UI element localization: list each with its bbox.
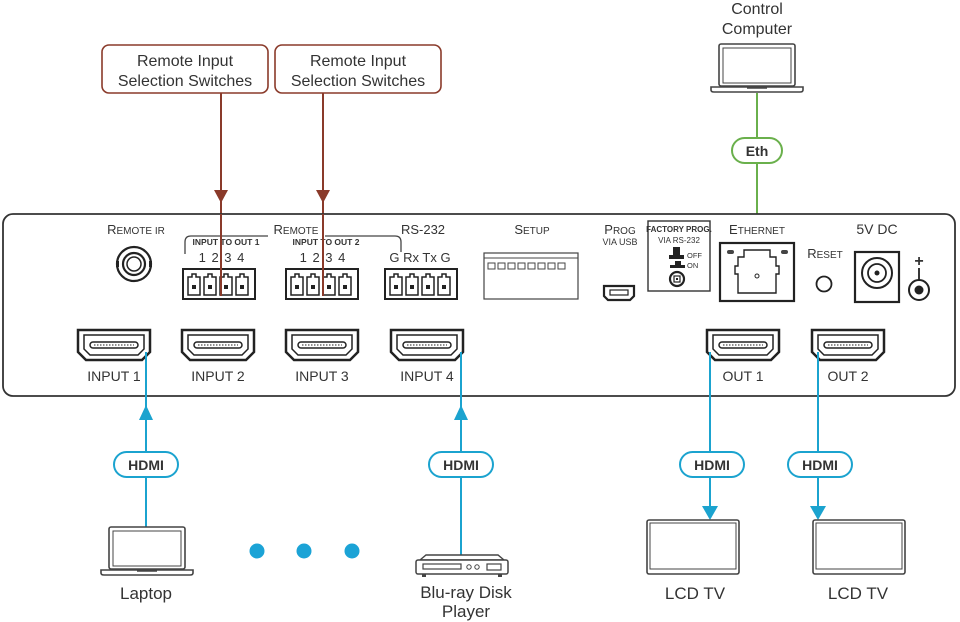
remote-ir-port: REMOTE IR bbox=[107, 222, 165, 283]
control-computer: Control Computer Eth bbox=[710, 1, 804, 214]
hdmi-input-3[interactable]: INPUT 3 bbox=[284, 328, 360, 384]
hdmi-input-2[interactable]: INPUT 2 bbox=[180, 328, 256, 384]
hdmi-cable-laptop: HDMI bbox=[113, 352, 179, 528]
callout-remote-switches-2: Remote Input Selection Switches bbox=[274, 44, 442, 296]
callout-2-arrow-icon bbox=[316, 190, 330, 203]
factory-prog-title: FACTORY PROG. bbox=[646, 225, 712, 234]
lcd-tv-2: LCD TV bbox=[812, 519, 906, 603]
hdmi-input-1[interactable]: INPUT 1 bbox=[76, 328, 152, 384]
hdmi-input-4[interactable]: INPUT 4 bbox=[389, 328, 465, 384]
setup-label: SETUP bbox=[514, 222, 550, 237]
prog-usb-port[interactable]: PROG VIA USB bbox=[602, 222, 638, 302]
factory-prog-sub: VIA RS-232 bbox=[658, 236, 700, 245]
callout-2-line1: Remote Input bbox=[310, 53, 407, 70]
remote-label: REMOTE bbox=[274, 222, 319, 237]
eth-cable-label: Eth bbox=[746, 143, 769, 159]
rs232-terminal[interactable]: RS-232 G Rx Tx G bbox=[384, 222, 458, 300]
remote-group: REMOTE bbox=[184, 222, 402, 254]
hdmi-out-1-label: OUT 1 bbox=[723, 368, 764, 384]
callout-1-line2: Selection Switches bbox=[118, 73, 252, 90]
hdmi-input-2-label: INPUT 2 bbox=[191, 368, 245, 384]
laptop-icon bbox=[710, 43, 804, 93]
prog-sub-label: VIA USB bbox=[602, 237, 637, 247]
power-input[interactable]: 5V DC + bbox=[853, 221, 930, 304]
tv-icon bbox=[812, 519, 906, 575]
hdmi-out-1[interactable]: OUT 1 bbox=[705, 328, 781, 384]
laptop-icon bbox=[100, 526, 194, 576]
reset-button[interactable]: RESET bbox=[807, 246, 843, 293]
hdmi-input-4-label: INPUT 4 bbox=[400, 368, 454, 384]
prog-label: PROG bbox=[604, 222, 636, 237]
hdmi-out-2-label: OUT 2 bbox=[828, 368, 869, 384]
tv-icon bbox=[646, 519, 740, 575]
control-computer-line1: Control bbox=[731, 1, 783, 18]
lcd-tv-1-label: LCD TV bbox=[665, 584, 726, 603]
bluray-label-line1: Blu-ray Disk bbox=[420, 583, 512, 602]
reset-label: RESET bbox=[807, 246, 843, 261]
laptop-device: Laptop bbox=[100, 526, 194, 603]
input-to-out2-label: INPUT TO OUT 2 bbox=[293, 237, 360, 247]
power-label: 5V DC bbox=[856, 221, 897, 237]
eth-cable-badge bbox=[731, 137, 783, 164]
callout-2-line2: Selection Switches bbox=[291, 73, 425, 90]
hdmi-cable-tv1: HDMI bbox=[679, 352, 745, 520]
setup-dip-switch[interactable]: SETUP bbox=[483, 222, 579, 300]
remote-ir-label: REMOTE IR bbox=[107, 222, 165, 237]
factory-prog-on: ON bbox=[687, 261, 698, 270]
cable-arrow-down-icon bbox=[702, 506, 718, 520]
rs232-pins: G Rx Tx G bbox=[389, 250, 450, 265]
lcd-tv-1: LCD TV bbox=[646, 519, 740, 603]
bluray-device: Blu-ray Disk Player bbox=[415, 554, 512, 621]
hdmi-cable-label-3: HDMI bbox=[694, 457, 730, 473]
callout-1-line1: Remote Input bbox=[137, 53, 234, 70]
hdmi-cable-label-4: HDMI bbox=[802, 457, 838, 473]
callout-1-arrow-icon bbox=[214, 190, 228, 203]
cable-arrow-up-icon bbox=[454, 405, 468, 420]
hdmi-cable-bluray: HDMI bbox=[428, 352, 494, 555]
rs232-label: RS-232 bbox=[401, 222, 445, 237]
control-computer-line2: Computer bbox=[722, 21, 793, 38]
hdmi-cable-label-2: HDMI bbox=[443, 457, 479, 473]
callout-remote-switches-1: Remote Input Selection Switches bbox=[101, 44, 269, 296]
laptop-label: Laptop bbox=[120, 584, 172, 603]
hdmi-out-2[interactable]: OUT 2 bbox=[810, 328, 886, 384]
lcd-tv-2-label: LCD TV bbox=[828, 584, 889, 603]
cable-arrow-down-icon bbox=[810, 506, 826, 520]
hdmi-input-3-label: INPUT 3 bbox=[295, 368, 349, 384]
ellipsis-dot bbox=[296, 543, 312, 559]
cable-arrow-up-icon bbox=[139, 405, 153, 420]
bluray-label-line2: Player bbox=[442, 602, 491, 621]
hdmi-cable-label-1: HDMI bbox=[128, 457, 164, 473]
factory-prog-switch[interactable]: FACTORY PROG. VIA RS-232 OFF ON bbox=[646, 220, 712, 292]
ethernet-label: ETHERNET bbox=[729, 222, 785, 237]
input-to-out1-label: INPUT TO OUT 1 bbox=[193, 237, 260, 247]
ellipsis-dot bbox=[249, 543, 265, 559]
ethernet-port[interactable]: ETHERNET bbox=[718, 222, 796, 303]
factory-prog-off: OFF bbox=[687, 251, 702, 260]
bluray-player-icon bbox=[415, 554, 509, 577]
power-polarity-label: + bbox=[914, 253, 923, 270]
hdmi-input-1-label: INPUT 1 bbox=[87, 368, 141, 384]
more-inputs-ellipsis bbox=[249, 543, 360, 559]
hdmi-cable-tv2: HDMI bbox=[787, 352, 853, 520]
ellipsis-dot bbox=[344, 543, 360, 559]
